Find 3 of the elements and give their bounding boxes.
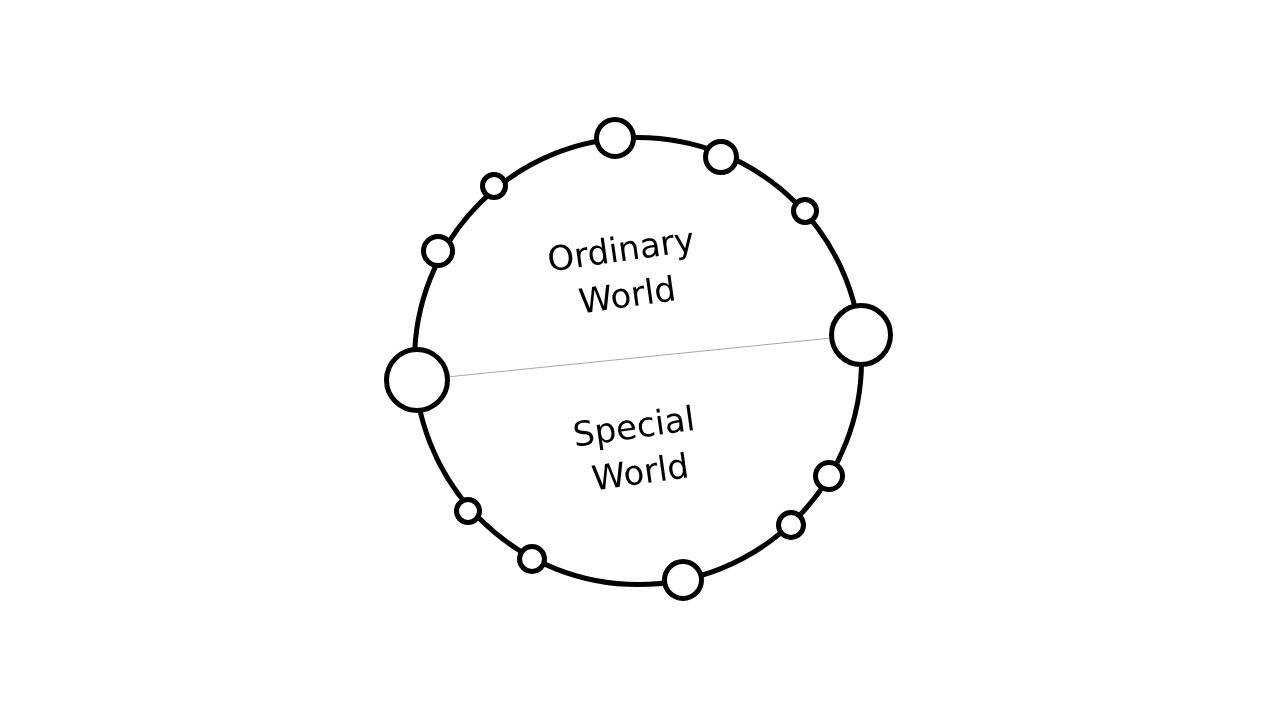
divider-line — [449, 337, 830, 378]
world-label: Special World — [569, 396, 699, 501]
world-label: Ordinary World — [543, 218, 698, 324]
